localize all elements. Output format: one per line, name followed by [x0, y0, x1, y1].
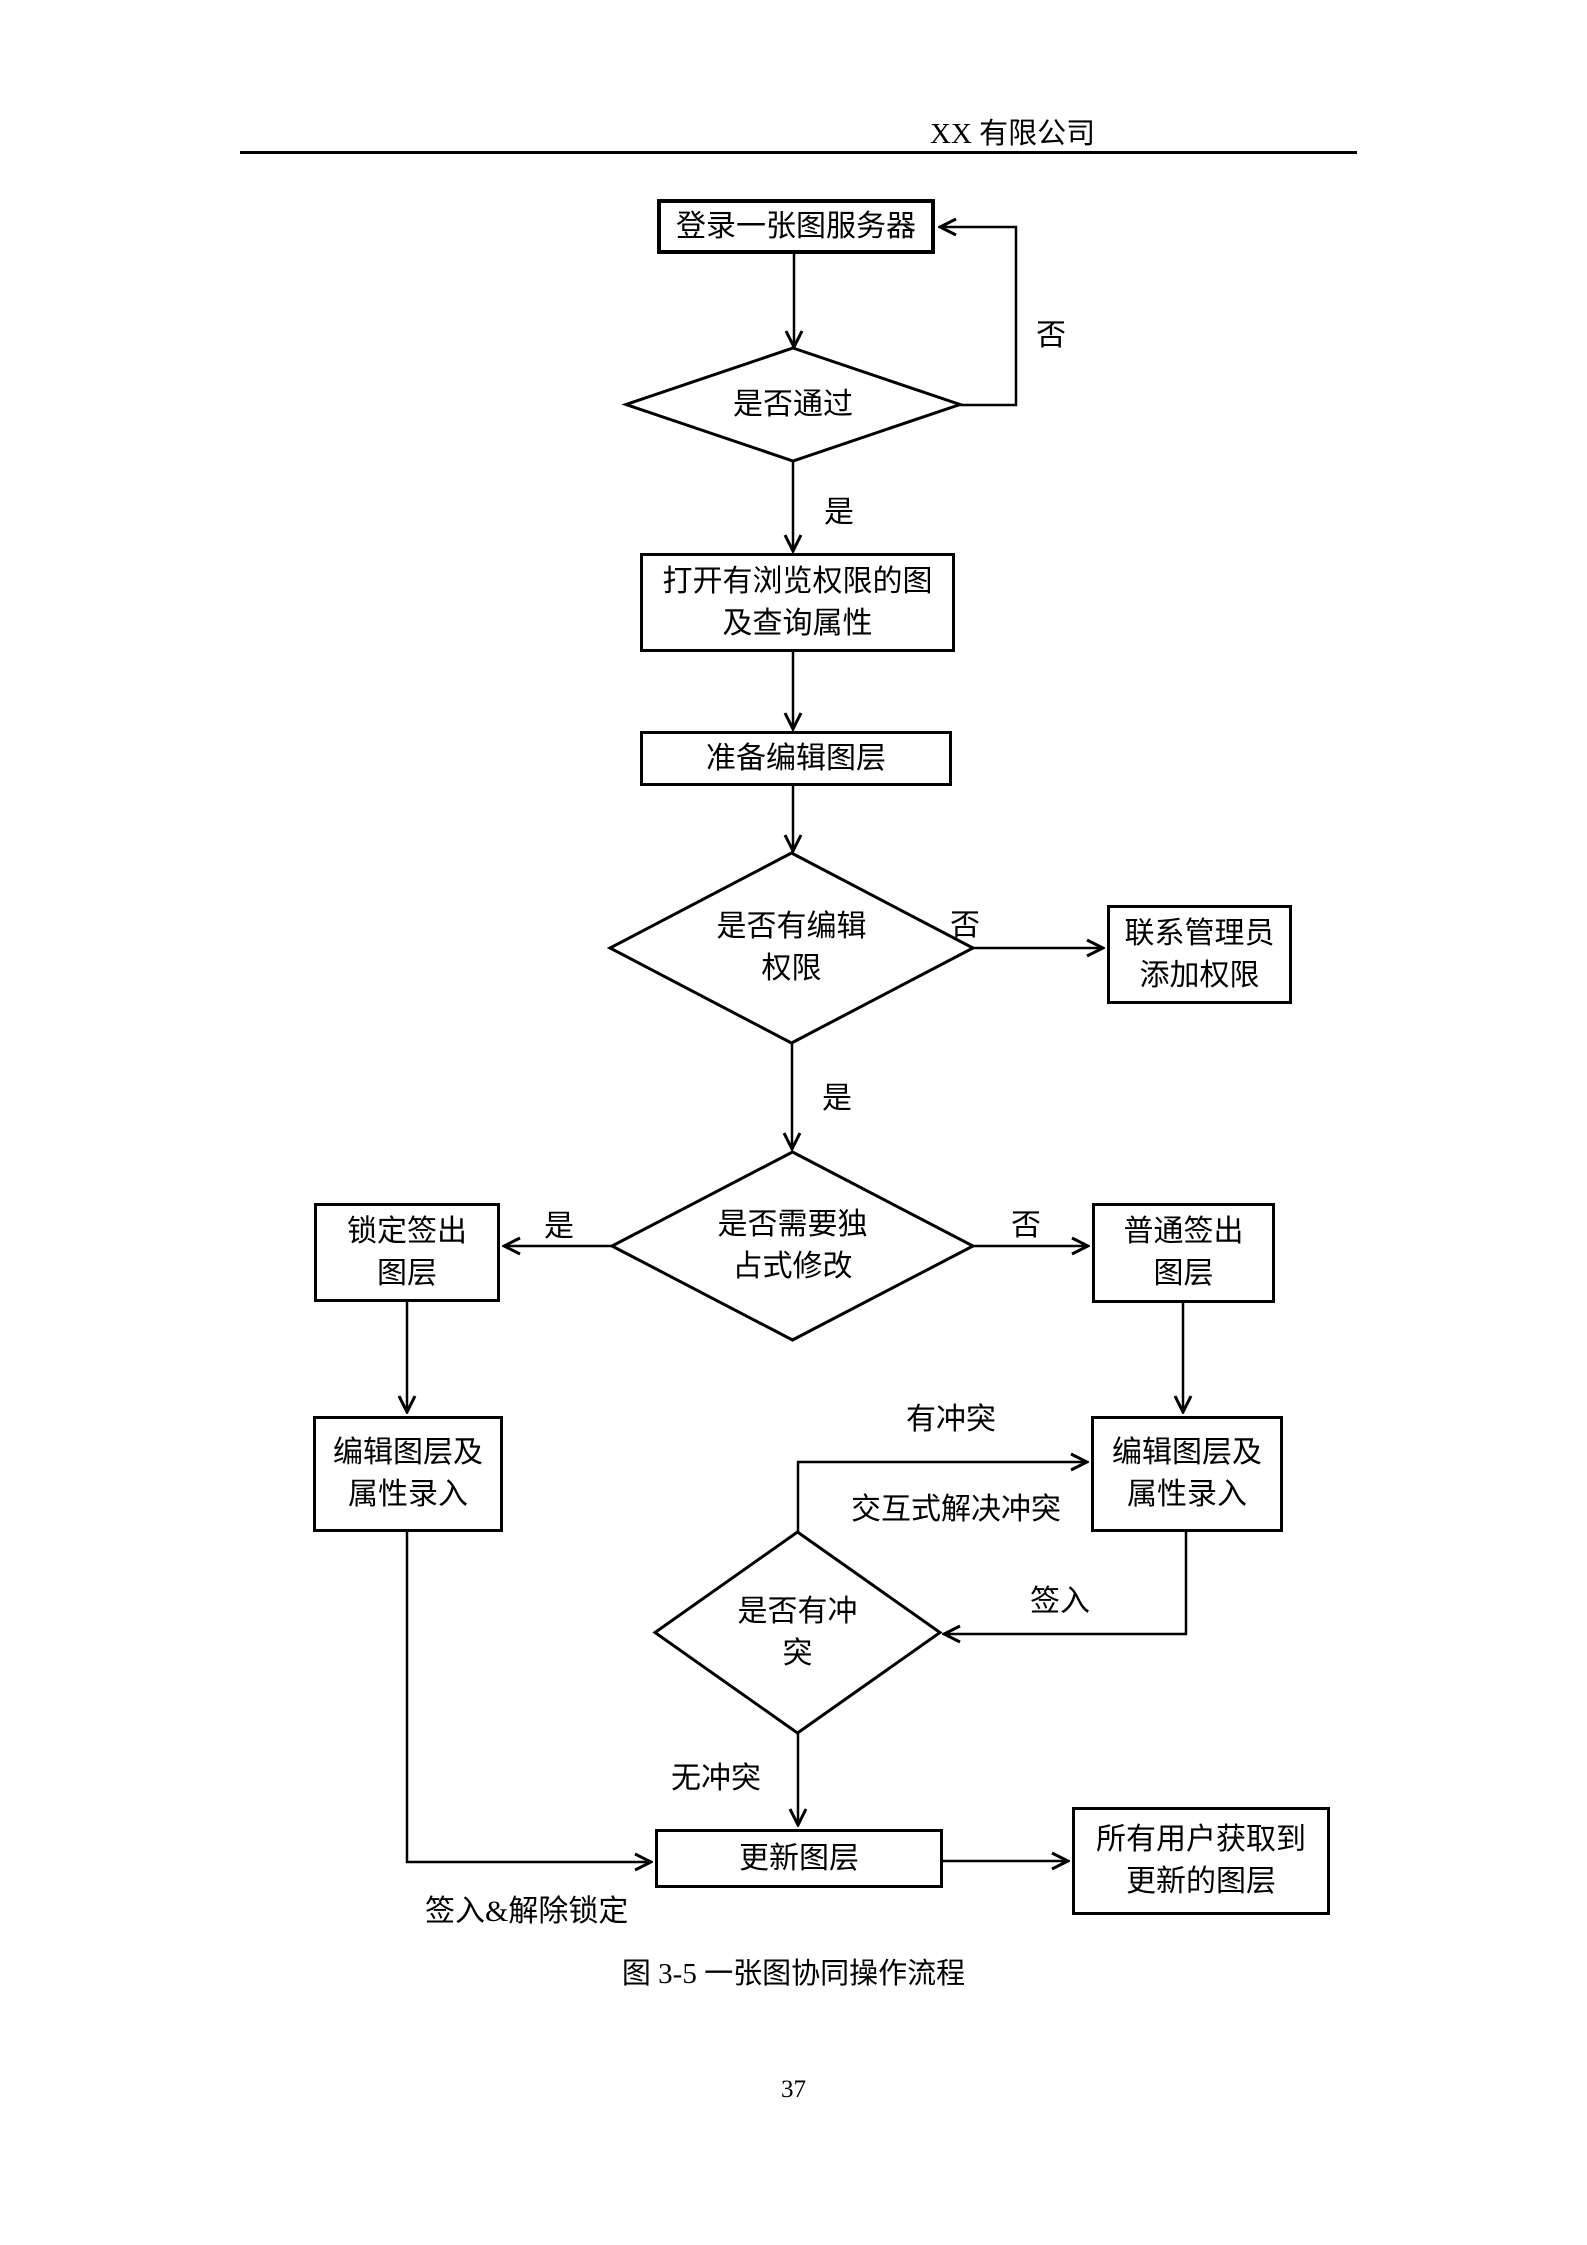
node-check-edit-perm: 是否有编辑 权限 — [716, 910, 867, 985]
decision-shape-check-edit-perm — [606, 851, 977, 1045]
label-no-conflict: 无冲突 — [671, 1762, 761, 1795]
node-check-conflict: 是否有冲 突 — [737, 1594, 858, 1670]
decision-shape-check-conflict — [652, 1530, 943, 1735]
label-has-conflict: 有冲突 — [906, 1403, 996, 1436]
label-pass-no: 否 — [1036, 319, 1066, 352]
node-check-exclusive: 是否需要独 占式修改 — [717, 1208, 868, 1283]
node-edit-layer-right: 编辑图层及 属性录入 — [1091, 1416, 1283, 1532]
node-check-pass: 是否通过 — [733, 387, 853, 421]
label-check-in: 签入 — [1030, 1585, 1090, 1618]
connector-conflict-resolve-loop — [796, 1462, 1085, 1532]
connector-checkpass-no-loop — [942, 227, 1018, 407]
node-update-layer: 更新图层 — [655, 1829, 943, 1888]
node-open-view: 打开有浏览权限的图 及查询属性 — [640, 553, 955, 652]
label-checkin-unlock: 签入&解除锁定 — [425, 1895, 629, 1928]
decision-shape-check-pass — [621, 346, 965, 463]
connector-editleft-to-update — [405, 1532, 649, 1862]
node-normal-checkout: 普通签出 图层 — [1092, 1203, 1275, 1303]
label-perm-yes: 是 — [822, 1082, 852, 1115]
node-prepare-edit: 准备编辑图层 — [640, 731, 952, 786]
label-pass-yes: 是 — [824, 496, 854, 529]
node-all-users-get: 所有用户获取到 更新的图层 — [1072, 1807, 1330, 1915]
label-exclusive-no: 否 — [1011, 1209, 1041, 1242]
connector-editright-checkin — [946, 1532, 1188, 1634]
label-perm-no: 否 — [950, 909, 980, 942]
node-edit-layer-left: 编辑图层及 属性录入 — [313, 1416, 503, 1532]
header-company-text: XX 有限公司 — [930, 118, 1096, 150]
label-exclusive-yes: 是 — [544, 1210, 574, 1243]
header-rule — [240, 151, 1357, 154]
node-lock-checkout: 锁定签出 图层 — [314, 1203, 500, 1302]
figure-caption: 图 3-5 一张图协同操作流程 — [621, 1958, 966, 1990]
label-interactive-resolve: 交互式解决冲突 — [851, 1493, 1061, 1526]
node-login: 登录一张图服务器 — [657, 199, 935, 254]
decision-shape-check-exclusive — [608, 1150, 977, 1342]
node-contact-admin: 联系管理员 添加权限 — [1107, 905, 1292, 1004]
page-number: 37 — [781, 2076, 806, 2103]
